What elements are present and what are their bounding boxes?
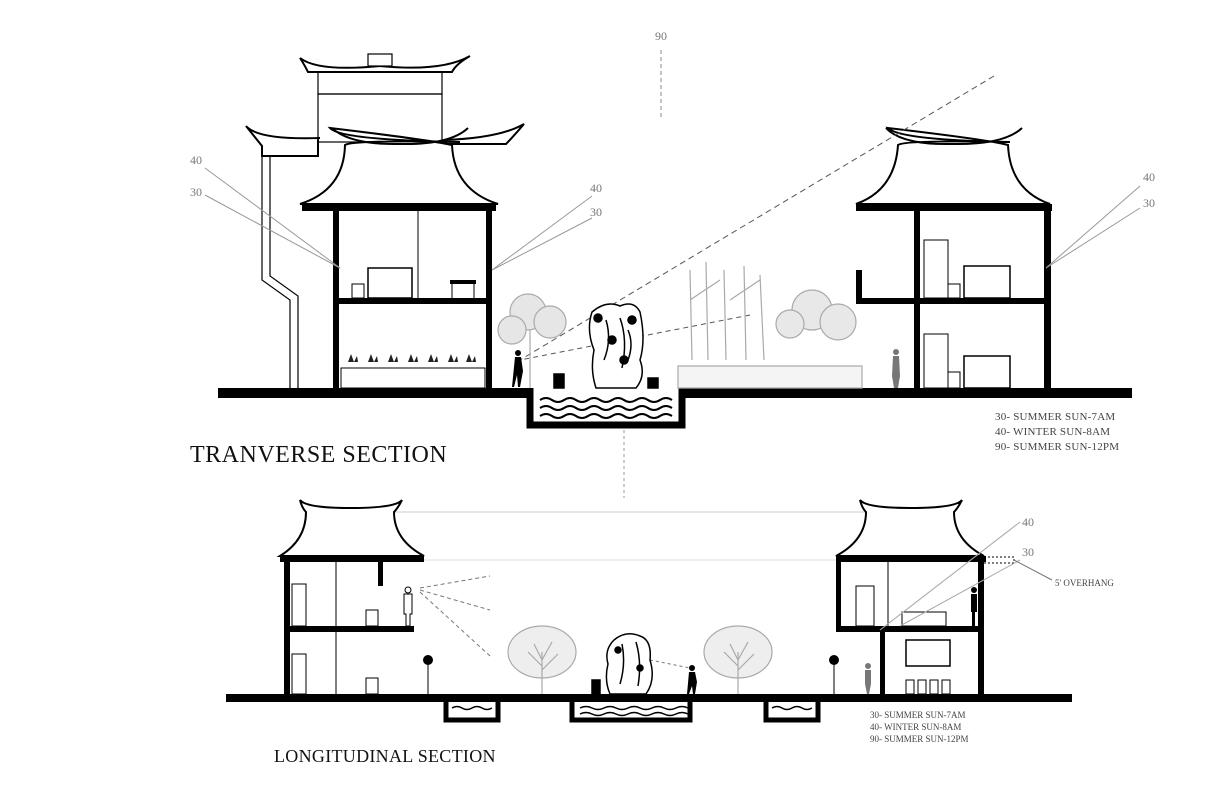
- angle-label-mid-30: 30: [590, 205, 602, 219]
- rockery-longitudinal: [591, 633, 653, 695]
- long-angle-label-30: 30: [1022, 545, 1034, 559]
- rockery-transverse: [553, 303, 659, 389]
- right-pavilion: [855, 126, 1052, 389]
- gate-tower: [245, 53, 525, 388]
- pond-transverse: [526, 388, 686, 498]
- transverse-section: 90: [190, 29, 1155, 498]
- angle-label-90: 90: [655, 29, 667, 43]
- ponds-longitudinal: [443, 700, 821, 723]
- legend-long-2: 40- WINTER SUN-8AM: [870, 722, 961, 732]
- angle-label-right-30: 30: [1143, 196, 1155, 210]
- long-angle-label-40: 40: [1022, 515, 1034, 529]
- ground-slab-left: [218, 388, 530, 398]
- longitudinal-title: LONGITUDINAL SECTION: [274, 746, 496, 766]
- angle-label-mid-40: 40: [590, 181, 602, 195]
- legend-transverse-2: 40- WINTER SUN-8AM: [995, 426, 1110, 438]
- left-pavilion: [299, 126, 499, 389]
- ground-slab-right: [680, 388, 1132, 398]
- angle-label-left-30: 30: [190, 185, 202, 199]
- longitudinal-section: 40 30 5' OVERHANG: [226, 499, 1114, 766]
- plants-people-longitudinal: [423, 587, 977, 694]
- sun-rays-longitudinal: [419, 521, 1053, 669]
- transverse-title: TRANVERSE SECTION: [190, 442, 447, 468]
- planter-row: [348, 354, 476, 362]
- garden-trees-longitudinal: [507, 625, 773, 694]
- overhang-label: 5' OVERHANG: [1055, 578, 1114, 588]
- long-right-building: [835, 499, 1015, 696]
- sun-rays-transverse: [204, 75, 1141, 361]
- garden-trees-transverse: [497, 261, 863, 389]
- angle-label-right-40: 40: [1143, 170, 1155, 184]
- person-figures-transverse: [512, 349, 900, 388]
- long-left-building: [276, 499, 425, 696]
- legend-long-1: 30- SUMMER SUN-7AM: [870, 710, 966, 720]
- ground-slab-long: [226, 694, 1072, 702]
- legend-transverse-1: 30- SUMMER SUN-7AM: [995, 411, 1115, 423]
- legend-transverse-3: 90- SUMMER SUN-12PM: [995, 441, 1119, 453]
- legend-long-3: 90- SUMMER SUN-12PM: [870, 734, 969, 744]
- angle-label-left-40: 40: [190, 153, 202, 167]
